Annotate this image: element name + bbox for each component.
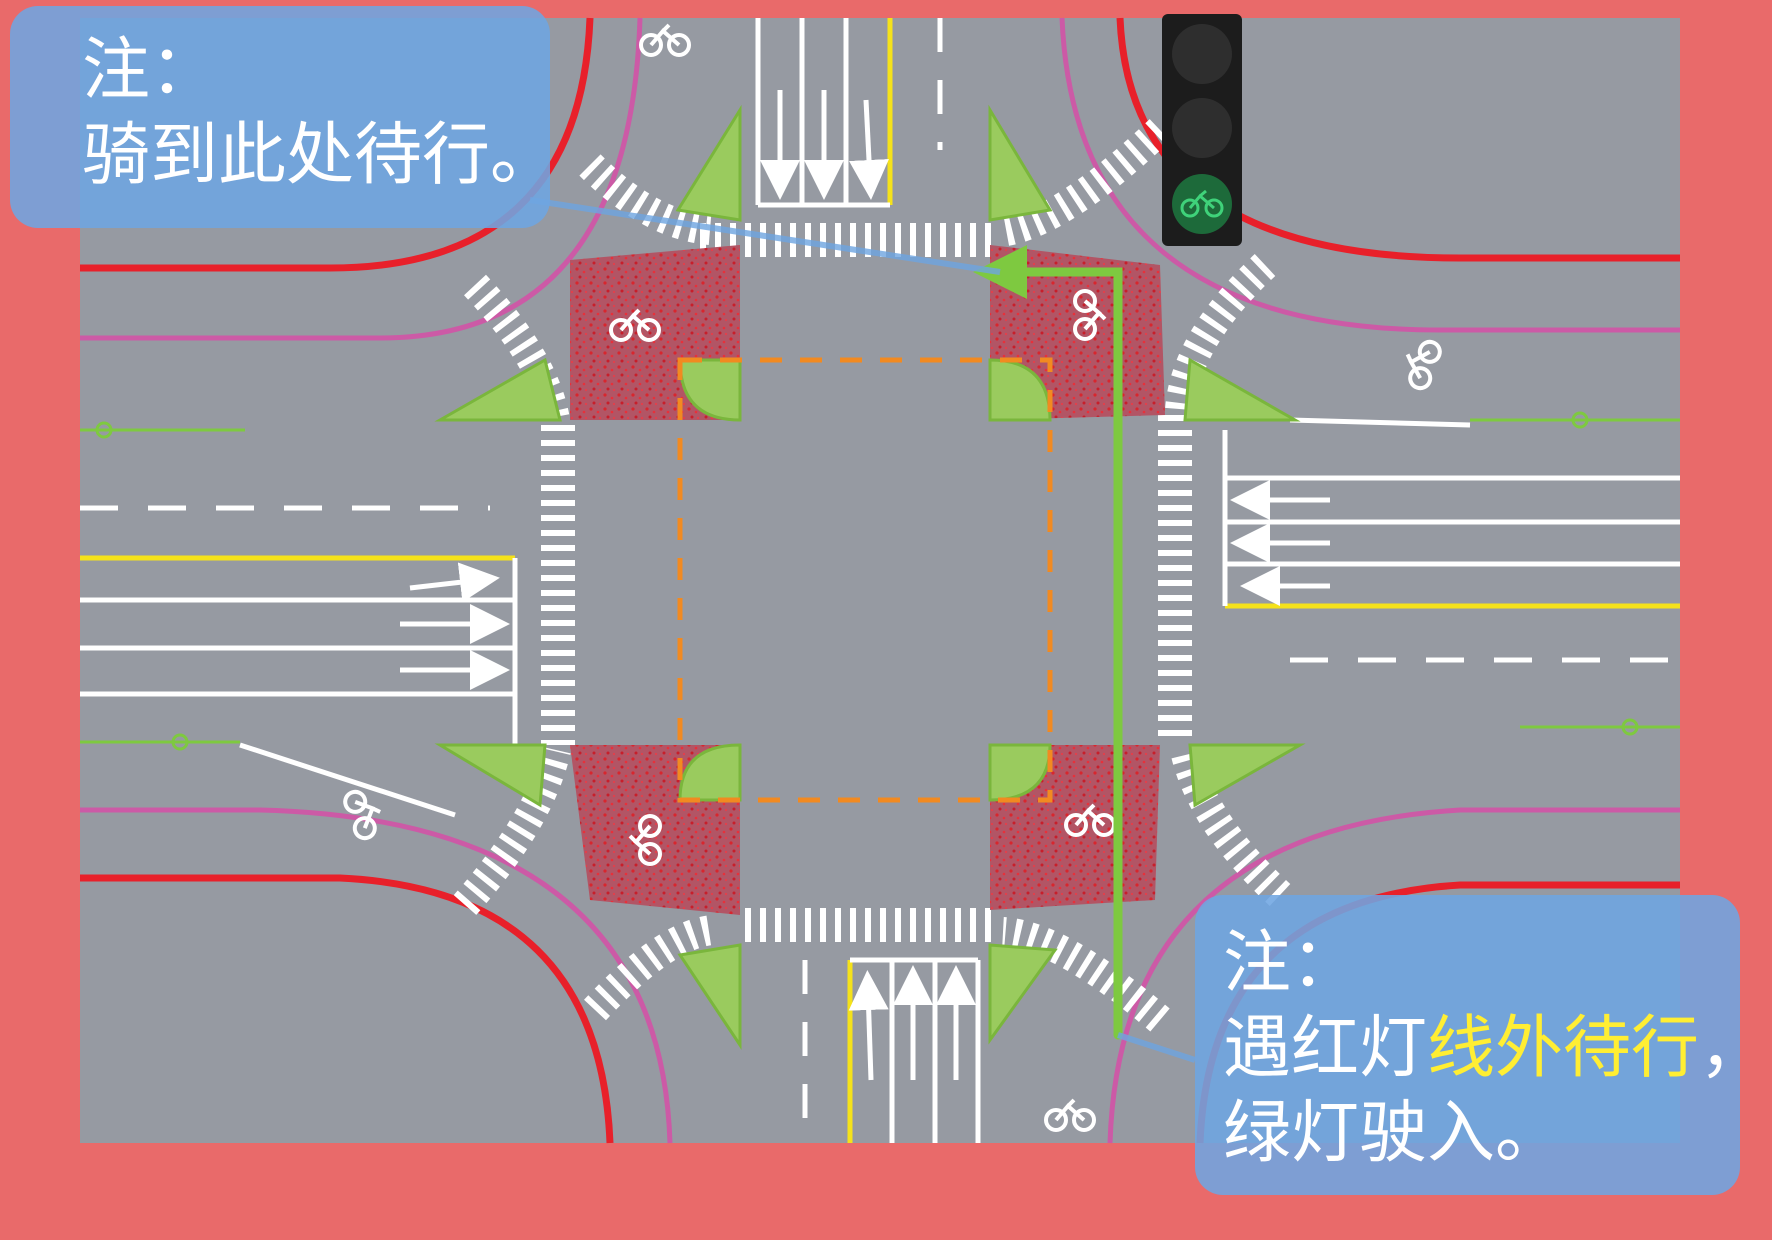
island-ne-a: [988, 104, 1053, 222]
north-arrows: [760, 90, 889, 200]
note-label: 注：: [82, 31, 219, 110]
callout-top-note: 注： 骑到此处待行。: [10, 6, 559, 228]
west-arrows: [400, 562, 510, 690]
note-line1: 遇红灯线外待行，: [1223, 1006, 1767, 1091]
island-se-b: [988, 943, 1058, 1045]
callout-pointer-bottom: [1117, 1032, 1196, 1063]
east-arrows: [1230, 480, 1330, 606]
corner-island-arcs: [678, 358, 1052, 802]
callout-bottom-note: 注： 遇红灯线外待行， 绿灯驶入。: [1195, 895, 1767, 1195]
south-lanes: [802, 957, 981, 1143]
island-nw-a: [675, 104, 742, 222]
islands: [434, 104, 1306, 1050]
island-se-a: [1188, 743, 1306, 808]
note-line1-highlight: 线外待行: [1427, 1009, 1700, 1088]
note-line1-before: 遇红灯: [1223, 1009, 1428, 1088]
east-lanes: [1222, 417, 1680, 663]
note-line2: 绿灯驶入。: [1223, 1094, 1564, 1173]
center-box: [677, 357, 1053, 803]
south-arrows: [848, 965, 976, 1081]
north-lanes: [755, 18, 943, 208]
note-label: 注：: [1223, 924, 1360, 1003]
island-sw-a: [434, 743, 547, 808]
green-guide-path: [973, 245, 1123, 1040]
callout-pointer-top: [529, 197, 1001, 275]
note-text: 骑到此处待行。: [82, 116, 559, 195]
bike-lane-dividers: [80, 411, 1680, 751]
west-lanes: [80, 505, 518, 818]
island-ne-b: [1183, 357, 1301, 422]
note-line1-after: ，: [1699, 1009, 1768, 1088]
bicycle-icon: [343, 23, 1442, 1132]
island-sw-b: [677, 943, 742, 1050]
island-nw-b: [434, 357, 562, 422]
bicycle-signal-icon: [1162, 14, 1242, 246]
